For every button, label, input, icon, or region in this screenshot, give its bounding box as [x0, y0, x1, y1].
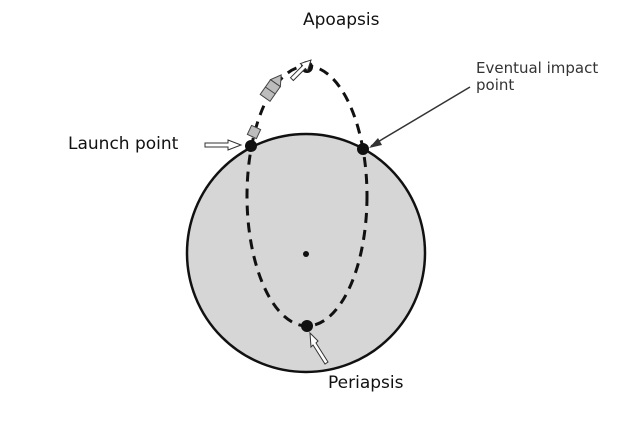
- apoapsis-label: Apoapsis: [303, 10, 380, 30]
- periapsis-label: Periapsis: [328, 373, 404, 393]
- launch-point-dot: [245, 140, 257, 152]
- impact-point-dot: [357, 143, 369, 155]
- periapsis-arrow-icon: [309, 331, 329, 365]
- rocket-flight-icon: [259, 74, 282, 102]
- launch-point-label: Launch point: [68, 134, 179, 154]
- impact-label-line2: point: [476, 76, 515, 94]
- planet-center-dot: [303, 251, 309, 257]
- impact-arrowhead-icon: [369, 138, 382, 148]
- impact-label-line1: Eventual impact: [476, 59, 599, 77]
- periapsis-dot: [301, 320, 313, 332]
- apoapsis-arrow-icon: [289, 59, 312, 82]
- rocket-launch-icon: [246, 124, 262, 140]
- launch-arrow-icon: [204, 139, 243, 151]
- impact-arrow: [370, 86, 471, 147]
- impact-point-label: Eventual impact point: [476, 60, 598, 94]
